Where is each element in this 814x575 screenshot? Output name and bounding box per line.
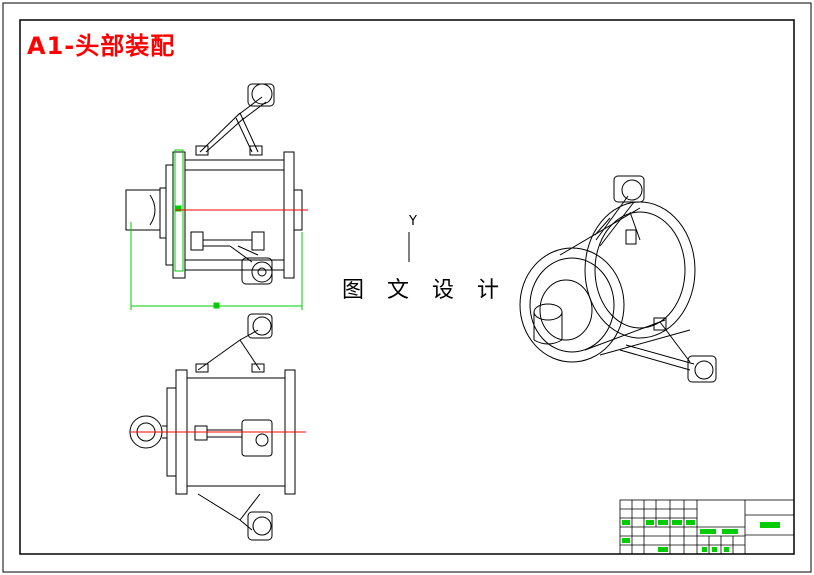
title-block-marks bbox=[622, 520, 780, 552]
isometric-view bbox=[519, 175, 717, 383]
watermark-text: 图 文 设 计 bbox=[340, 272, 509, 304]
top-view bbox=[129, 313, 296, 541]
title-block bbox=[619, 499, 795, 555]
ucs-axis-label: Y bbox=[409, 214, 417, 229]
drawing-title: A1-头部装配 bbox=[27, 32, 176, 60]
drawing-frame bbox=[19, 19, 795, 555]
front-view bbox=[125, 83, 303, 285]
